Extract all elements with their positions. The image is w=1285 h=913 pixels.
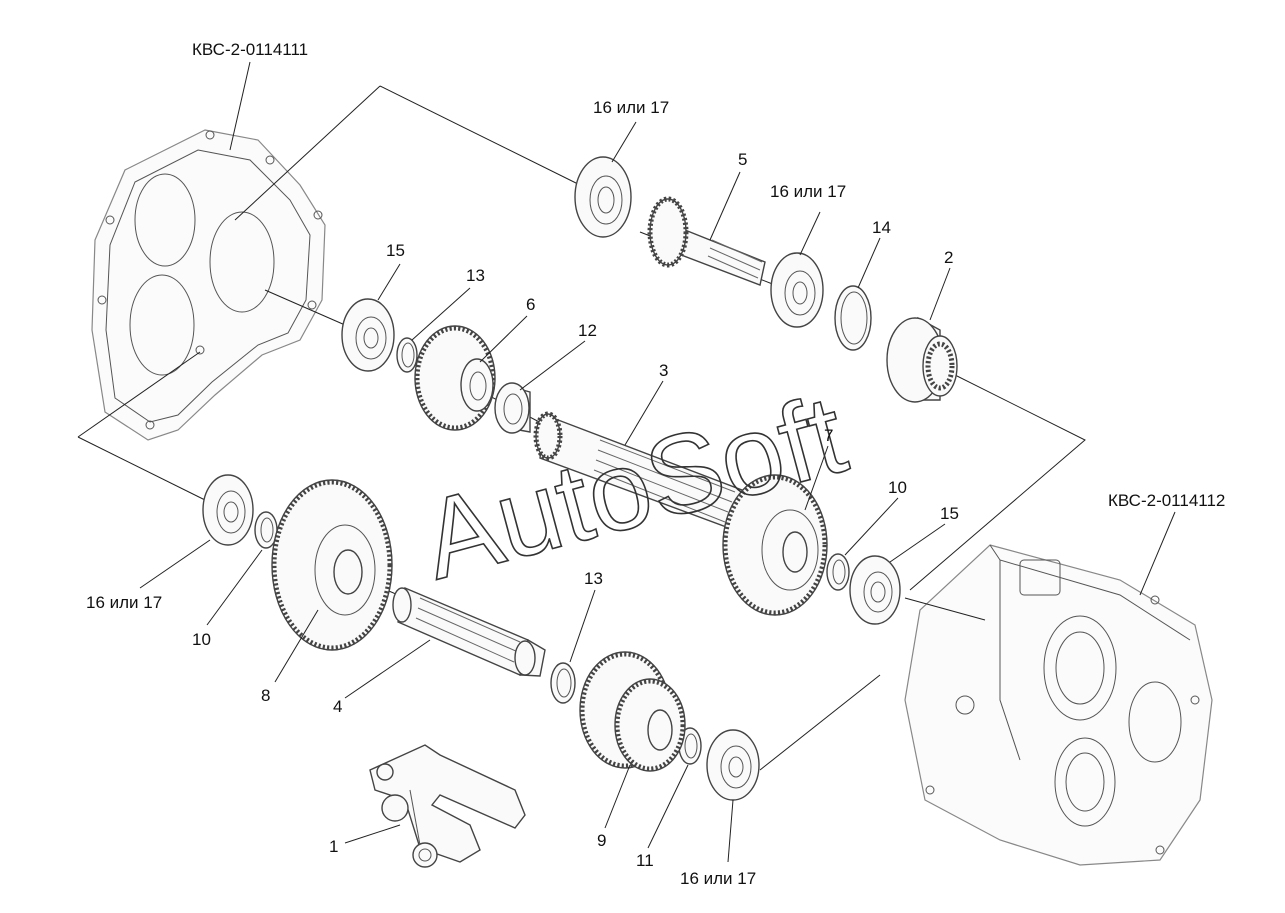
retaining-ring-13-upper [396,337,418,373]
gear-9 [579,651,686,772]
retaining-ring-14 [834,285,872,351]
gear-6 [414,325,496,431]
label-1: 1 [329,837,338,856]
label-13-upper: 13 [466,266,485,285]
label-16-or-17-bottom: 16 или 17 [680,869,756,888]
label-14: 14 [872,218,891,237]
shift-fork-1 [369,744,526,868]
label-case-right: КВС-2-0114112 [1108,491,1225,510]
label-16-or-17-left: 16 или 17 [86,593,162,612]
label-8: 8 [261,686,270,705]
label-11: 11 [636,851,654,870]
bearing-top [574,156,632,238]
gear-8 [271,479,393,651]
label-10-right: 10 [888,478,907,497]
bushing-12 [494,382,531,434]
label-9: 9 [597,831,606,850]
leader-lines [139,61,1176,863]
label-2: 2 [944,248,953,267]
bearing-bottom [706,729,760,801]
shaft-3 [533,411,756,536]
label-12: 12 [578,321,597,340]
left-housing-cover [91,129,326,441]
label-10-left: 10 [192,630,211,649]
label-16-or-17-top: 16 или 17 [593,98,669,117]
label-15-upper: 15 [386,241,405,260]
label-7: 7 [824,426,833,445]
label-13-lower: 13 [584,569,603,588]
retaining-ring-13-lower [550,662,576,704]
label-16-or-17-upper-right: 16 или 17 [770,182,846,201]
gear-7 [722,474,828,616]
bearing-15-upper [341,298,395,372]
label-6: 6 [526,295,535,314]
bearing-upper-right [770,252,824,328]
label-5: 5 [738,150,747,169]
shaft-4 [392,587,546,677]
shaft-5 [647,196,766,286]
coupling-2 [886,316,958,403]
label-4: 4 [333,697,342,716]
labels: КВС-2-0114111 КВС-2-0114112 16 или 17 5 … [86,40,1225,888]
right-housing [904,544,1213,866]
bearing-15-lower [849,555,901,625]
label-case-left: КВС-2-0114111 [192,40,308,59]
label-15-lower: 15 [940,504,959,523]
bearing-left [202,474,254,546]
label-3: 3 [659,361,668,380]
ring-10-right [826,553,850,591]
